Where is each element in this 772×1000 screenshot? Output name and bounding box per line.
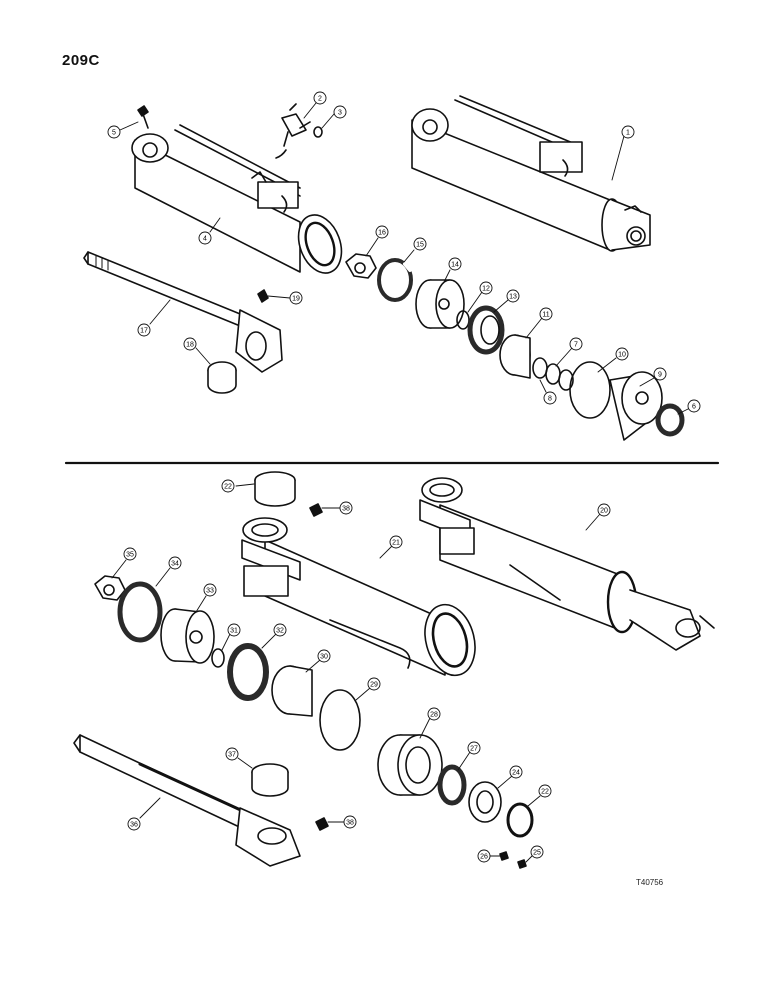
callout-26: 26 [480,854,488,861]
part-28-cylinder-head [377,734,443,796]
part-26-set-screw [499,851,509,861]
part-21-cylinder-barrel [241,517,476,677]
part-38-grease-fitting [309,503,323,517]
callout-37: 37 [228,752,236,759]
callout-19: 19 [292,296,300,303]
part-23-o-ring [506,802,534,838]
part-34-retaining-ring [117,581,163,643]
reference-code: T40756 [636,878,664,887]
part-8-backup-ring-2 [558,369,574,391]
callout-16: 16 [378,230,386,237]
callout-12: 12 [482,286,490,293]
callout-13: 13 [509,294,517,301]
callout-22: 22 [224,484,232,491]
callout-8: 8 [548,396,552,403]
callout-18: 18 [186,342,194,349]
part-30-spacer [271,665,313,717]
part-2-elbow-fitting [275,103,311,159]
callout-24: 24 [512,770,520,777]
page-code: 209C [62,52,100,69]
callout-32: 32 [276,628,284,635]
part-25-set-screw [517,859,527,869]
callout-1: 1 [626,130,630,137]
part-1-cylinder-assembly [411,95,651,252]
part-8-backup-ring [532,357,548,379]
part-38-grease-fitting-2 [315,817,329,831]
part-9-cylinder-head [609,371,663,441]
part-19-grease-fitting [257,289,269,303]
callout-29: 29 [370,682,378,689]
callout-10: 10 [618,352,626,359]
part-6-wiper-seal [655,403,685,437]
callout-31: 31 [230,628,238,635]
callout-28: 28 [430,712,438,719]
callout-15: 15 [416,242,424,249]
callout-36: 36 [130,822,138,829]
part-17-piston-rod [83,251,283,373]
callout-6: 6 [692,404,696,411]
part-37-bushing [251,763,289,797]
part-15-retaining-ring [377,258,413,302]
part-13-piston-seal [467,305,505,355]
part-5-grease-fitting [137,105,149,129]
part-7-o-ring [545,363,561,385]
part-22-bushing [254,471,296,507]
callout-2: 2 [318,96,322,103]
callout-38: 38 [342,506,350,513]
callout-33: 33 [206,588,214,595]
part-18-bushing [207,361,237,394]
callout-7: 7 [574,342,578,349]
part-29-o-ring [319,689,361,751]
part-10-o-ring [569,361,611,419]
part-3-o-ring [313,126,323,138]
callout-5: 5 [112,130,116,137]
callout-group-top: 1 2 3 4 5 6 7 8 9 10 11 12 13 14 15 16 1… [107,91,701,415]
part-4-cylinder-barrel [131,124,343,274]
callout-14: 14 [451,262,459,269]
part-31-o-ring [211,648,225,668]
callout-21: 21 [392,540,400,547]
callout-35: 35 [126,552,134,559]
callout-25: 25 [533,850,541,857]
part-35-nut [94,575,126,601]
part-20-cylinder-assembly [419,477,715,651]
callout-38b: 38 [346,820,354,827]
callout-30: 30 [320,654,328,661]
callout-34: 34 [171,561,179,568]
part-33-piston [160,608,215,664]
part-24-gland-nut [468,781,502,823]
part-12-o-ring [456,310,470,330]
callout-11: 11 [542,312,549,319]
part-16-nut [345,253,377,279]
part-11-spacer [499,334,531,379]
callout-4: 4 [203,236,207,243]
callout-17: 17 [140,328,148,335]
callout-20: 20 [600,508,608,515]
callout-3: 3 [338,110,342,117]
callout-9: 9 [658,372,662,379]
part-36-piston-rod [73,734,301,867]
callout-27: 27 [470,746,478,753]
part-27-rod-seal [437,764,467,806]
callout-group-bottom: 20 21 22 22 24 25 26 27 28 29 30 31 32 3… [111,479,611,863]
part-32-piston-seal [227,643,269,701]
callout-22b: 22 [541,789,549,796]
